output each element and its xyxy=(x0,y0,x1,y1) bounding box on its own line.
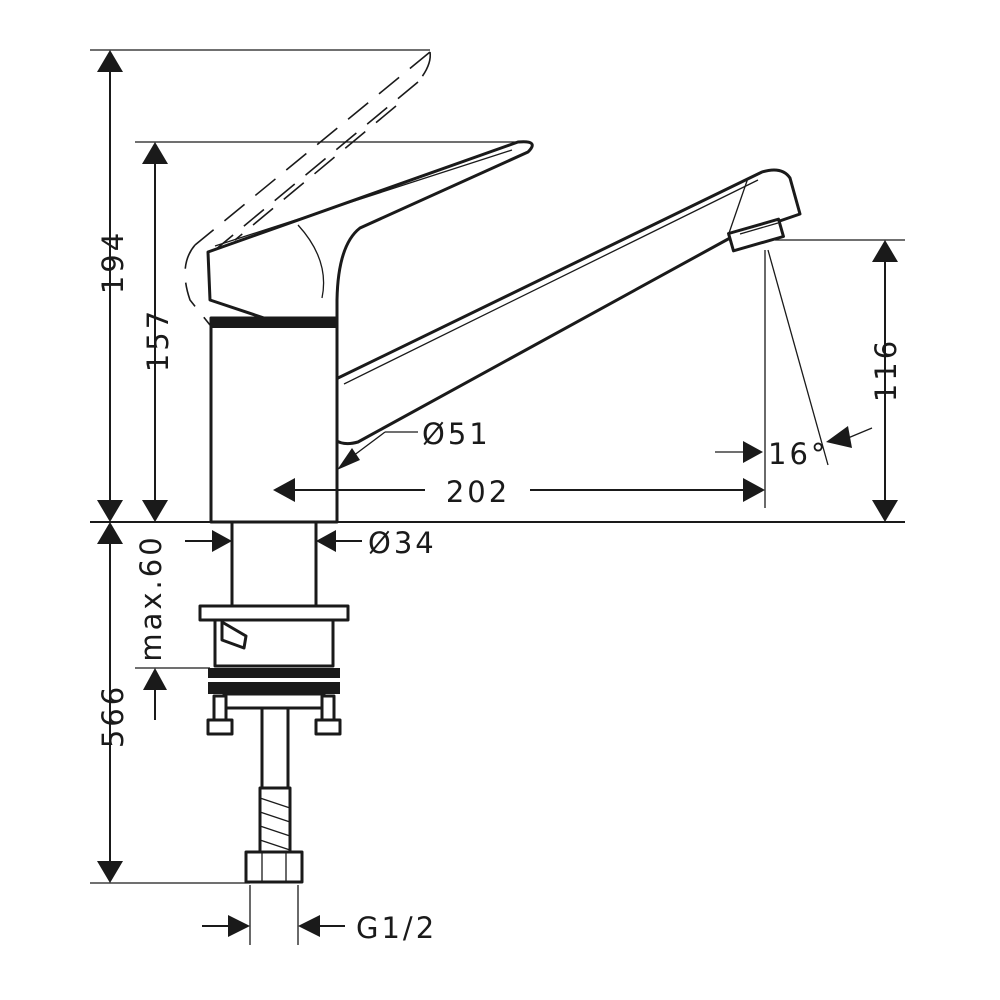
faucet-body xyxy=(209,316,339,524)
mounting-shank xyxy=(198,520,350,710)
handle-lever xyxy=(206,140,534,322)
label-hose-length: 566 xyxy=(96,684,130,748)
label-spout-angle: 16° xyxy=(768,437,828,471)
label-body-diameter: Ø51 xyxy=(422,417,491,451)
label-spout-reach: 202 xyxy=(446,475,510,509)
dimension-d34 xyxy=(185,530,362,552)
label-shank-diameter: Ø34 xyxy=(368,526,437,560)
dimension-116 xyxy=(872,240,898,522)
dimension-max60 xyxy=(143,668,167,720)
label-spout-height: 116 xyxy=(869,338,903,402)
supply-hose xyxy=(244,706,304,884)
dimension-566 xyxy=(97,522,123,883)
label-max-thickness: max.60 xyxy=(134,534,168,661)
dimension-194 xyxy=(97,50,123,522)
dimension-d51-leader xyxy=(337,431,418,470)
dimension-157 xyxy=(142,142,168,522)
dimension-202 xyxy=(273,478,765,502)
label-handle-height: 157 xyxy=(141,308,175,372)
handle-raised-position-outline xyxy=(184,51,432,326)
label-connection-thread: G1/2 xyxy=(356,911,437,945)
dimension-g12 xyxy=(202,915,345,937)
mounting-studs xyxy=(206,694,342,736)
label-overall-height: 194 xyxy=(96,230,130,294)
dimension-16deg xyxy=(715,426,873,463)
